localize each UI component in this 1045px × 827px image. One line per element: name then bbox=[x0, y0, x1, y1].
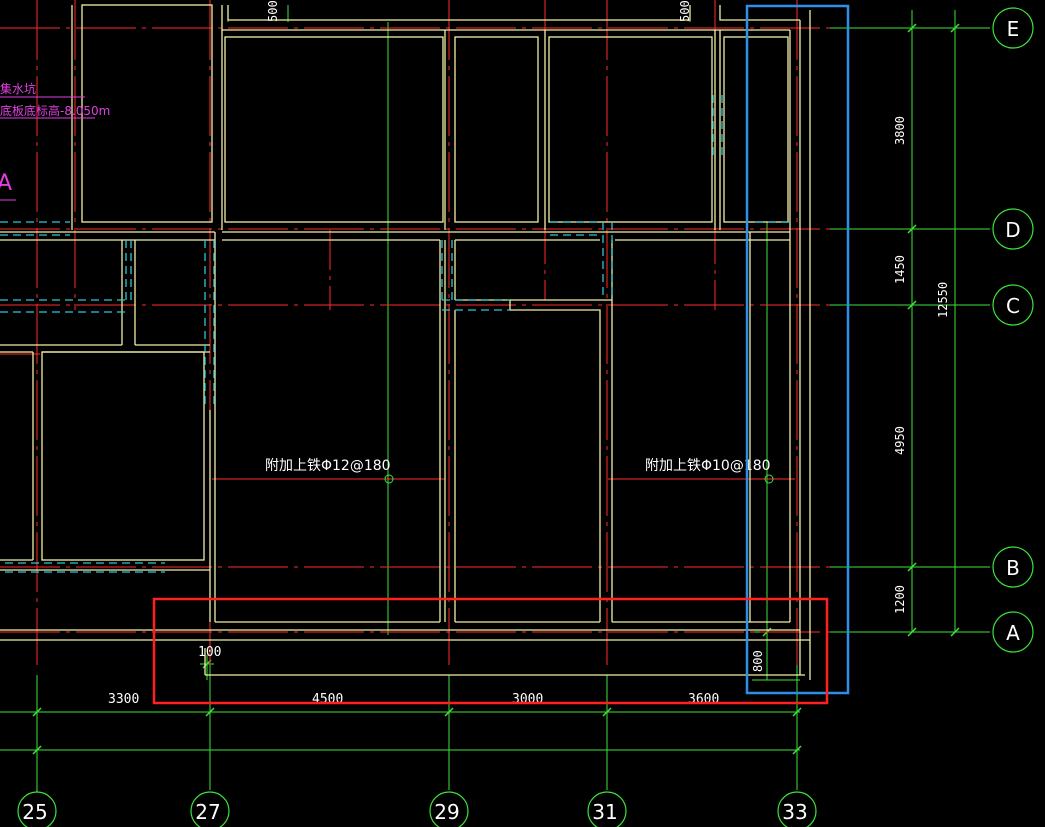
pit-elevation: 底板底标高-8.050m bbox=[0, 103, 110, 118]
dim-4500: 4500 bbox=[312, 692, 343, 707]
dim-4950: 4950 bbox=[893, 426, 907, 455]
wall-outlines bbox=[0, 4, 811, 680]
pit-annotation: 集水坑 底板底标高-8.050m A bbox=[0, 81, 110, 201]
dim-500-right: 500 bbox=[678, 0, 692, 22]
grid-label-D: D bbox=[1005, 218, 1020, 242]
grid-label-B: B bbox=[1006, 556, 1020, 580]
grid-label-33: 33 bbox=[782, 800, 807, 824]
grid-bubble-labels: 25 27 29 31 33 E D C B A bbox=[22, 17, 1020, 824]
dimension-tick-icon bbox=[32, 23, 960, 755]
dim-3600: 3600 bbox=[688, 692, 719, 707]
grid-label-29: 29 bbox=[434, 800, 459, 824]
grid-label-A: A bbox=[1006, 621, 1020, 645]
grid-label-C: C bbox=[1006, 294, 1020, 318]
highlight-box-red bbox=[152, 597, 829, 705]
section-mark: A bbox=[0, 171, 12, 196]
rebar-note-right: 附加上铁Φ10@180 bbox=[645, 458, 771, 474]
dim-12550: 12550 bbox=[936, 282, 950, 318]
grid-label-25: 25 bbox=[22, 800, 47, 824]
pit-label: 集水坑 bbox=[0, 81, 36, 96]
dim-1200: 1200 bbox=[893, 585, 907, 614]
axis-lines bbox=[0, 0, 830, 665]
dim-800: 800 bbox=[751, 650, 765, 672]
grid-label-27: 27 bbox=[195, 800, 220, 824]
highlight-box-blue bbox=[745, 4, 850, 695]
grid-bubble-icon bbox=[17, 7, 1034, 827]
bottom-dimension-texts: 3300 4500 3000 3600 100 bbox=[108, 645, 719, 707]
dashed-hidden-lines bbox=[0, 95, 790, 573]
dim-100: 100 bbox=[198, 645, 221, 660]
right-dimension-texts: 3800 1450 4950 1200 12550 800 500 500 bbox=[266, 0, 950, 672]
dim-3000: 3000 bbox=[512, 692, 543, 707]
rebar-note-left: 附加上铁Φ12@180 bbox=[265, 458, 391, 474]
dim-3800: 3800 bbox=[893, 116, 907, 145]
grid-label-E: E bbox=[1007, 17, 1020, 41]
dim-1450: 1450 bbox=[893, 255, 907, 284]
dim-3300: 3300 bbox=[108, 692, 139, 707]
rebar-node-icon bbox=[384, 474, 774, 484]
dim-500-left: 500 bbox=[266, 0, 280, 22]
dimension-lines bbox=[0, 5, 990, 790]
grid-label-31: 31 bbox=[592, 800, 617, 824]
